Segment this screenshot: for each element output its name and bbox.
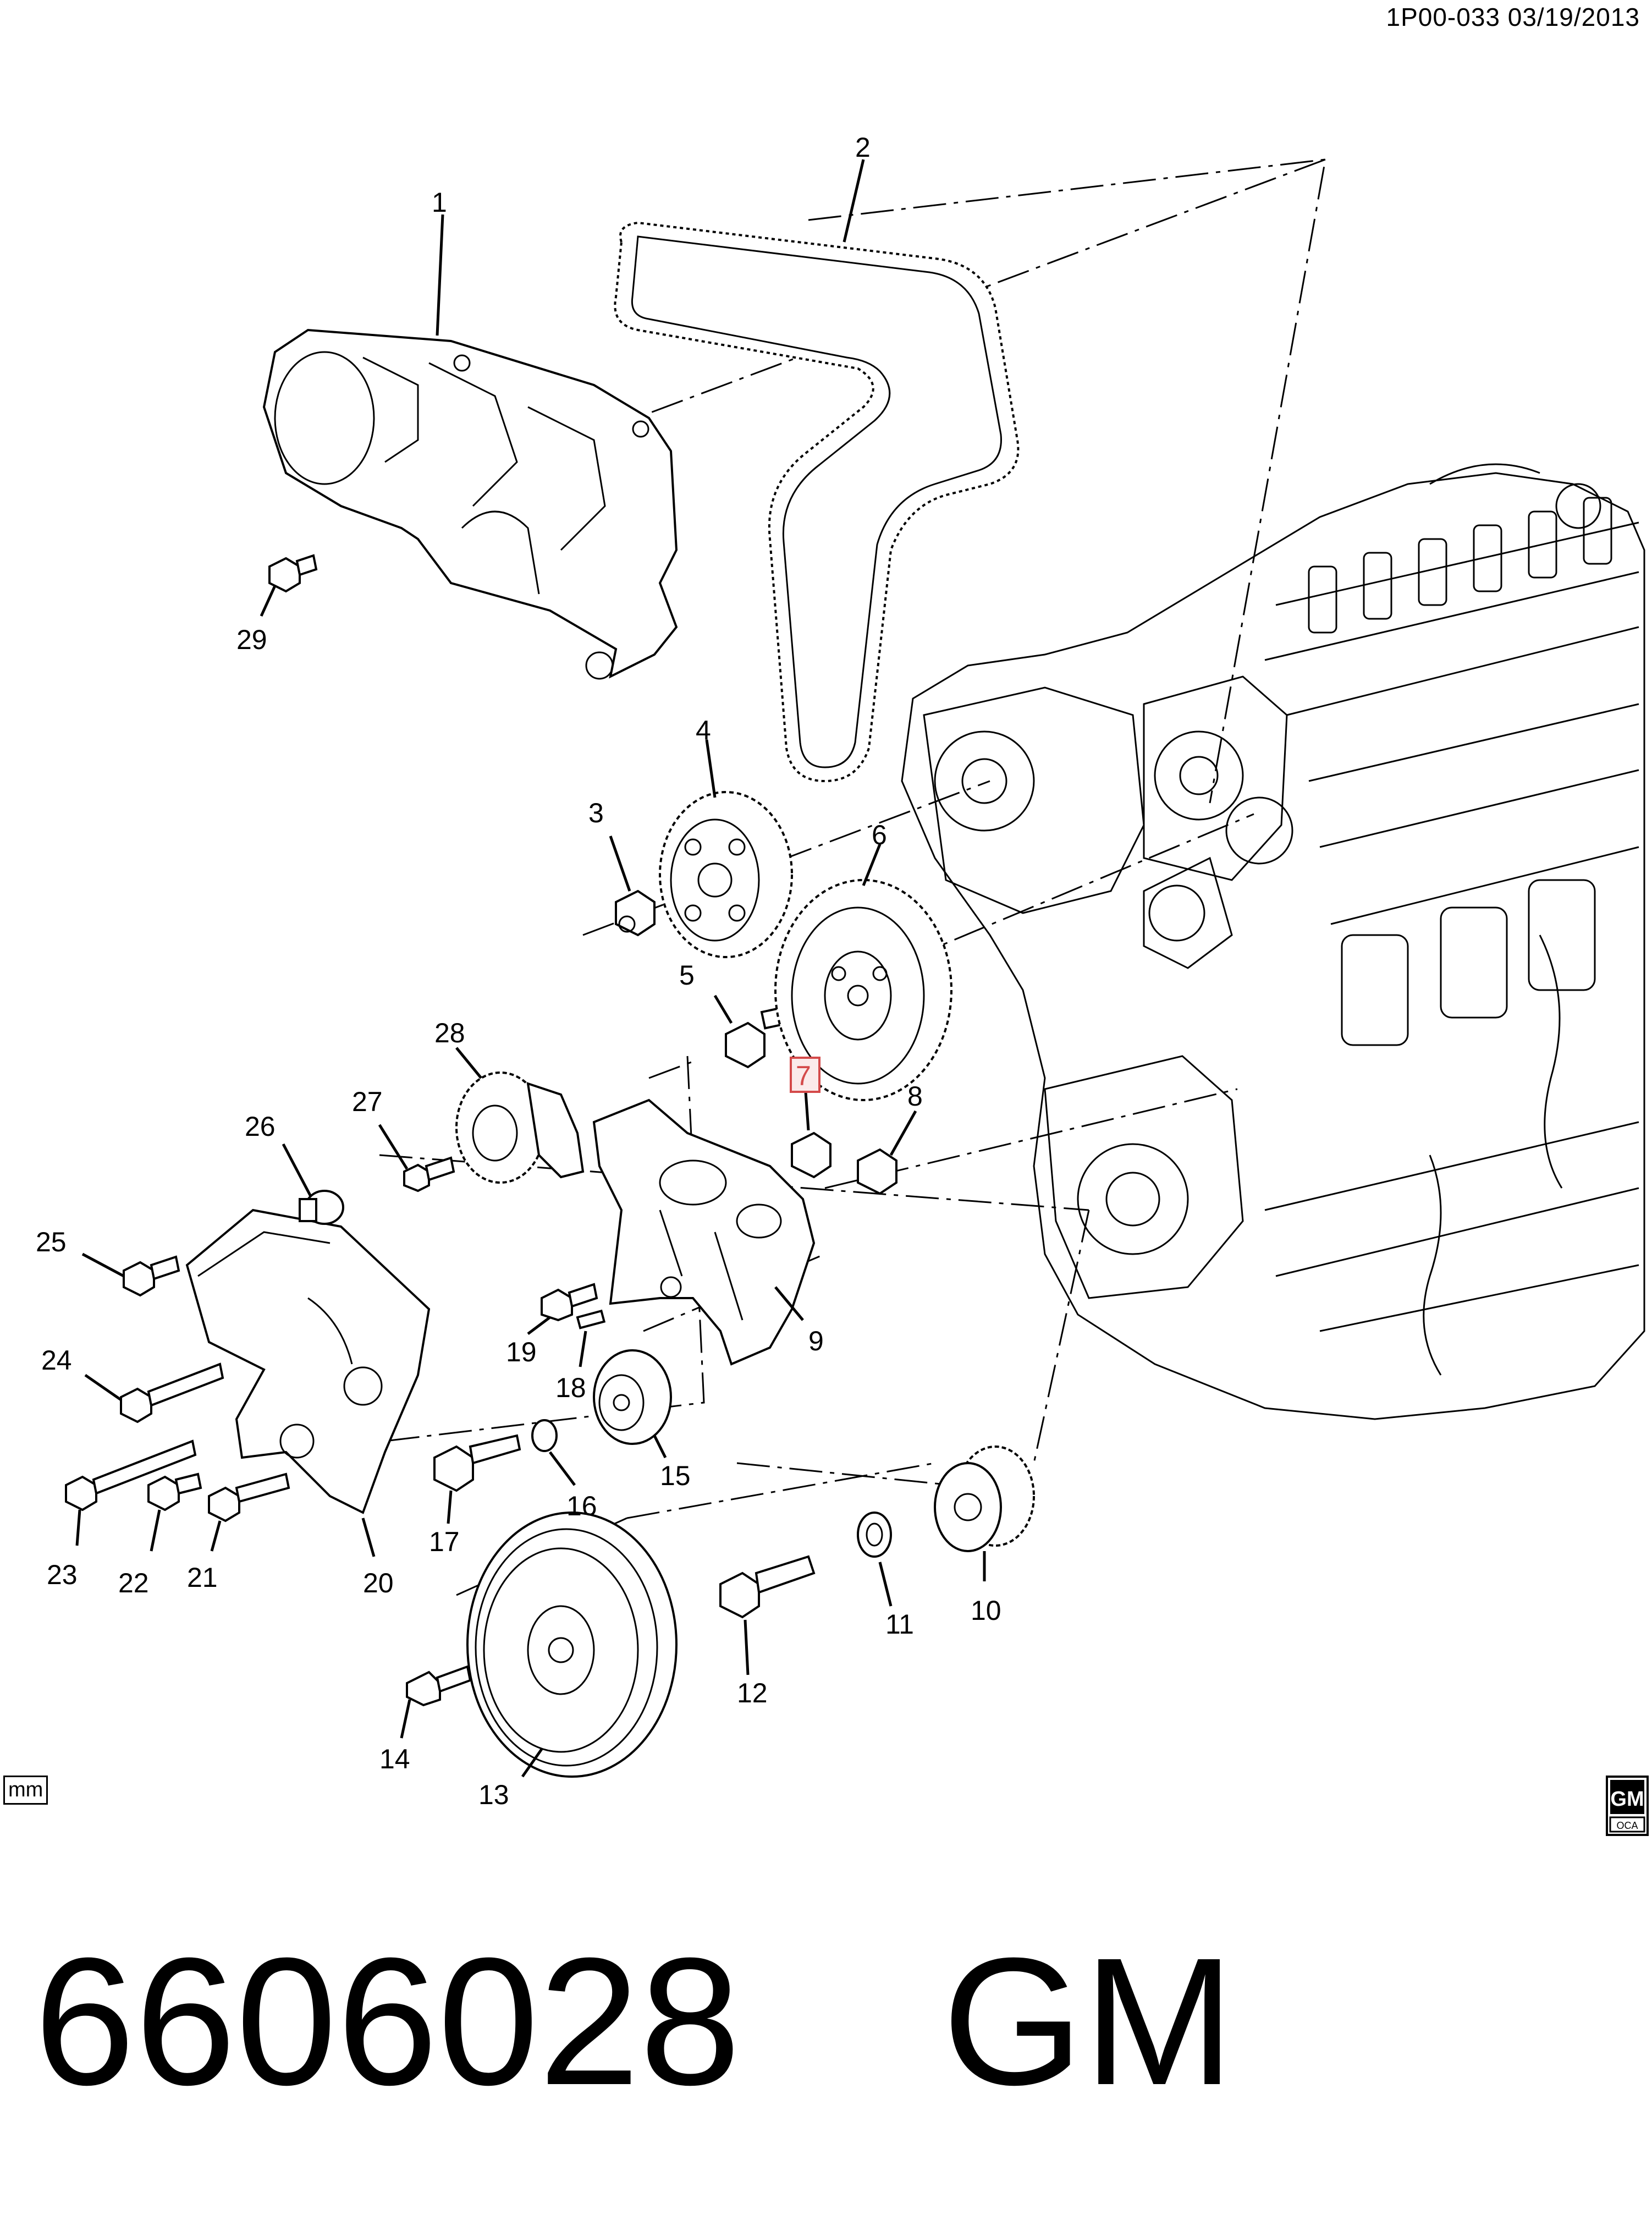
callout-7-highlight-box — [790, 1057, 821, 1093]
callout-6: 6 — [872, 820, 887, 850]
part-idler-15 — [593, 1349, 672, 1445]
callout-17: 17 — [429, 1526, 460, 1557]
part-cam-sprocket-6 — [774, 879, 952, 1101]
callout-7: 7 — [796, 1060, 811, 1091]
callout-15: 15 — [660, 1460, 691, 1491]
callout-26: 26 — [245, 1111, 276, 1142]
callout-20: 20 — [363, 1568, 394, 1598]
gm-logo-subtext: OCA — [1616, 1820, 1638, 1831]
callout-16: 16 — [566, 1491, 597, 1521]
callout-5: 5 — [679, 960, 695, 991]
callout-9: 9 — [808, 1326, 824, 1356]
part-bracket-9 — [592, 1098, 816, 1366]
part-bolt-23 — [65, 1439, 197, 1512]
part-bracket-20 — [185, 1208, 431, 1514]
callout-14: 14 — [379, 1744, 410, 1774]
callout-11: 11 — [885, 1609, 914, 1640]
part-pin-18 — [576, 1309, 606, 1329]
part-bushing-26 — [299, 1190, 344, 1225]
callout-24: 24 — [41, 1345, 72, 1376]
part-bolt-8 — [857, 1148, 897, 1195]
leader-lines — [75, 159, 986, 1778]
part-bolt-19 — [541, 1283, 598, 1322]
gm-logo-text: GM — [1610, 1788, 1644, 1811]
part-nut-3 — [615, 889, 656, 937]
callout-29: 29 — [236, 624, 267, 655]
part-bolt-17 — [433, 1434, 521, 1492]
gm-logo: GM OCA — [1606, 1776, 1649, 1836]
callout-2: 2 — [855, 132, 871, 163]
part-number-title: 6606028 GM — [34, 1920, 1235, 2123]
part-bolt-22 — [147, 1472, 202, 1512]
callout-12: 12 — [737, 1678, 768, 1708]
callout-25: 25 — [36, 1227, 67, 1257]
callout-21: 21 — [187, 1562, 218, 1593]
part-bolt-29 — [268, 554, 318, 593]
part-bolt-14 — [406, 1665, 472, 1707]
part-washer-16 — [531, 1419, 558, 1452]
callout-labels: 1 2 3 4 5 6 7 8 9 10 11 12 13 14 15 16 1… — [36, 132, 1001, 1810]
callout-27: 27 — [352, 1086, 383, 1117]
part-bolt-21 — [208, 1472, 290, 1523]
document-id-date: 1P00-033 03/19/2013 — [1386, 3, 1640, 31]
callout-3: 3 — [588, 798, 604, 828]
part-crank-pulley-13 — [466, 1512, 678, 1778]
part-bolt-25 — [123, 1255, 180, 1297]
part-bolt-24 — [120, 1362, 224, 1423]
part-cam-sprocket-4 — [659, 791, 793, 958]
callout-28: 28 — [434, 1018, 465, 1048]
unit-label-mm: mm — [3, 1776, 48, 1805]
part-nut-7 — [791, 1131, 831, 1179]
callout-18: 18 — [555, 1372, 586, 1403]
part-bolt-27 — [403, 1156, 455, 1192]
exploded-parts-diagram: 1 2 3 4 5 6 7 8 9 10 11 12 13 14 15 16 1… — [36, 132, 1645, 1810]
callout-23: 23 — [47, 1559, 78, 1590]
callout-22: 22 — [118, 1568, 149, 1598]
part-timing-cover — [262, 328, 678, 680]
part-timing-belt — [614, 221, 1020, 783]
part-tensioner-28 — [455, 1071, 585, 1184]
callout-8: 8 — [907, 1081, 923, 1112]
callout-19: 19 — [506, 1337, 537, 1367]
callout-13: 13 — [478, 1779, 509, 1810]
callout-1: 1 — [432, 187, 447, 218]
part-crank-sprocket-10 — [934, 1445, 1035, 1552]
part-bolt-12 — [719, 1555, 816, 1619]
engine-block — [901, 463, 1645, 1420]
part-washer-11 — [857, 1512, 892, 1558]
callout-10: 10 — [971, 1595, 1001, 1626]
callout-4: 4 — [696, 715, 711, 746]
